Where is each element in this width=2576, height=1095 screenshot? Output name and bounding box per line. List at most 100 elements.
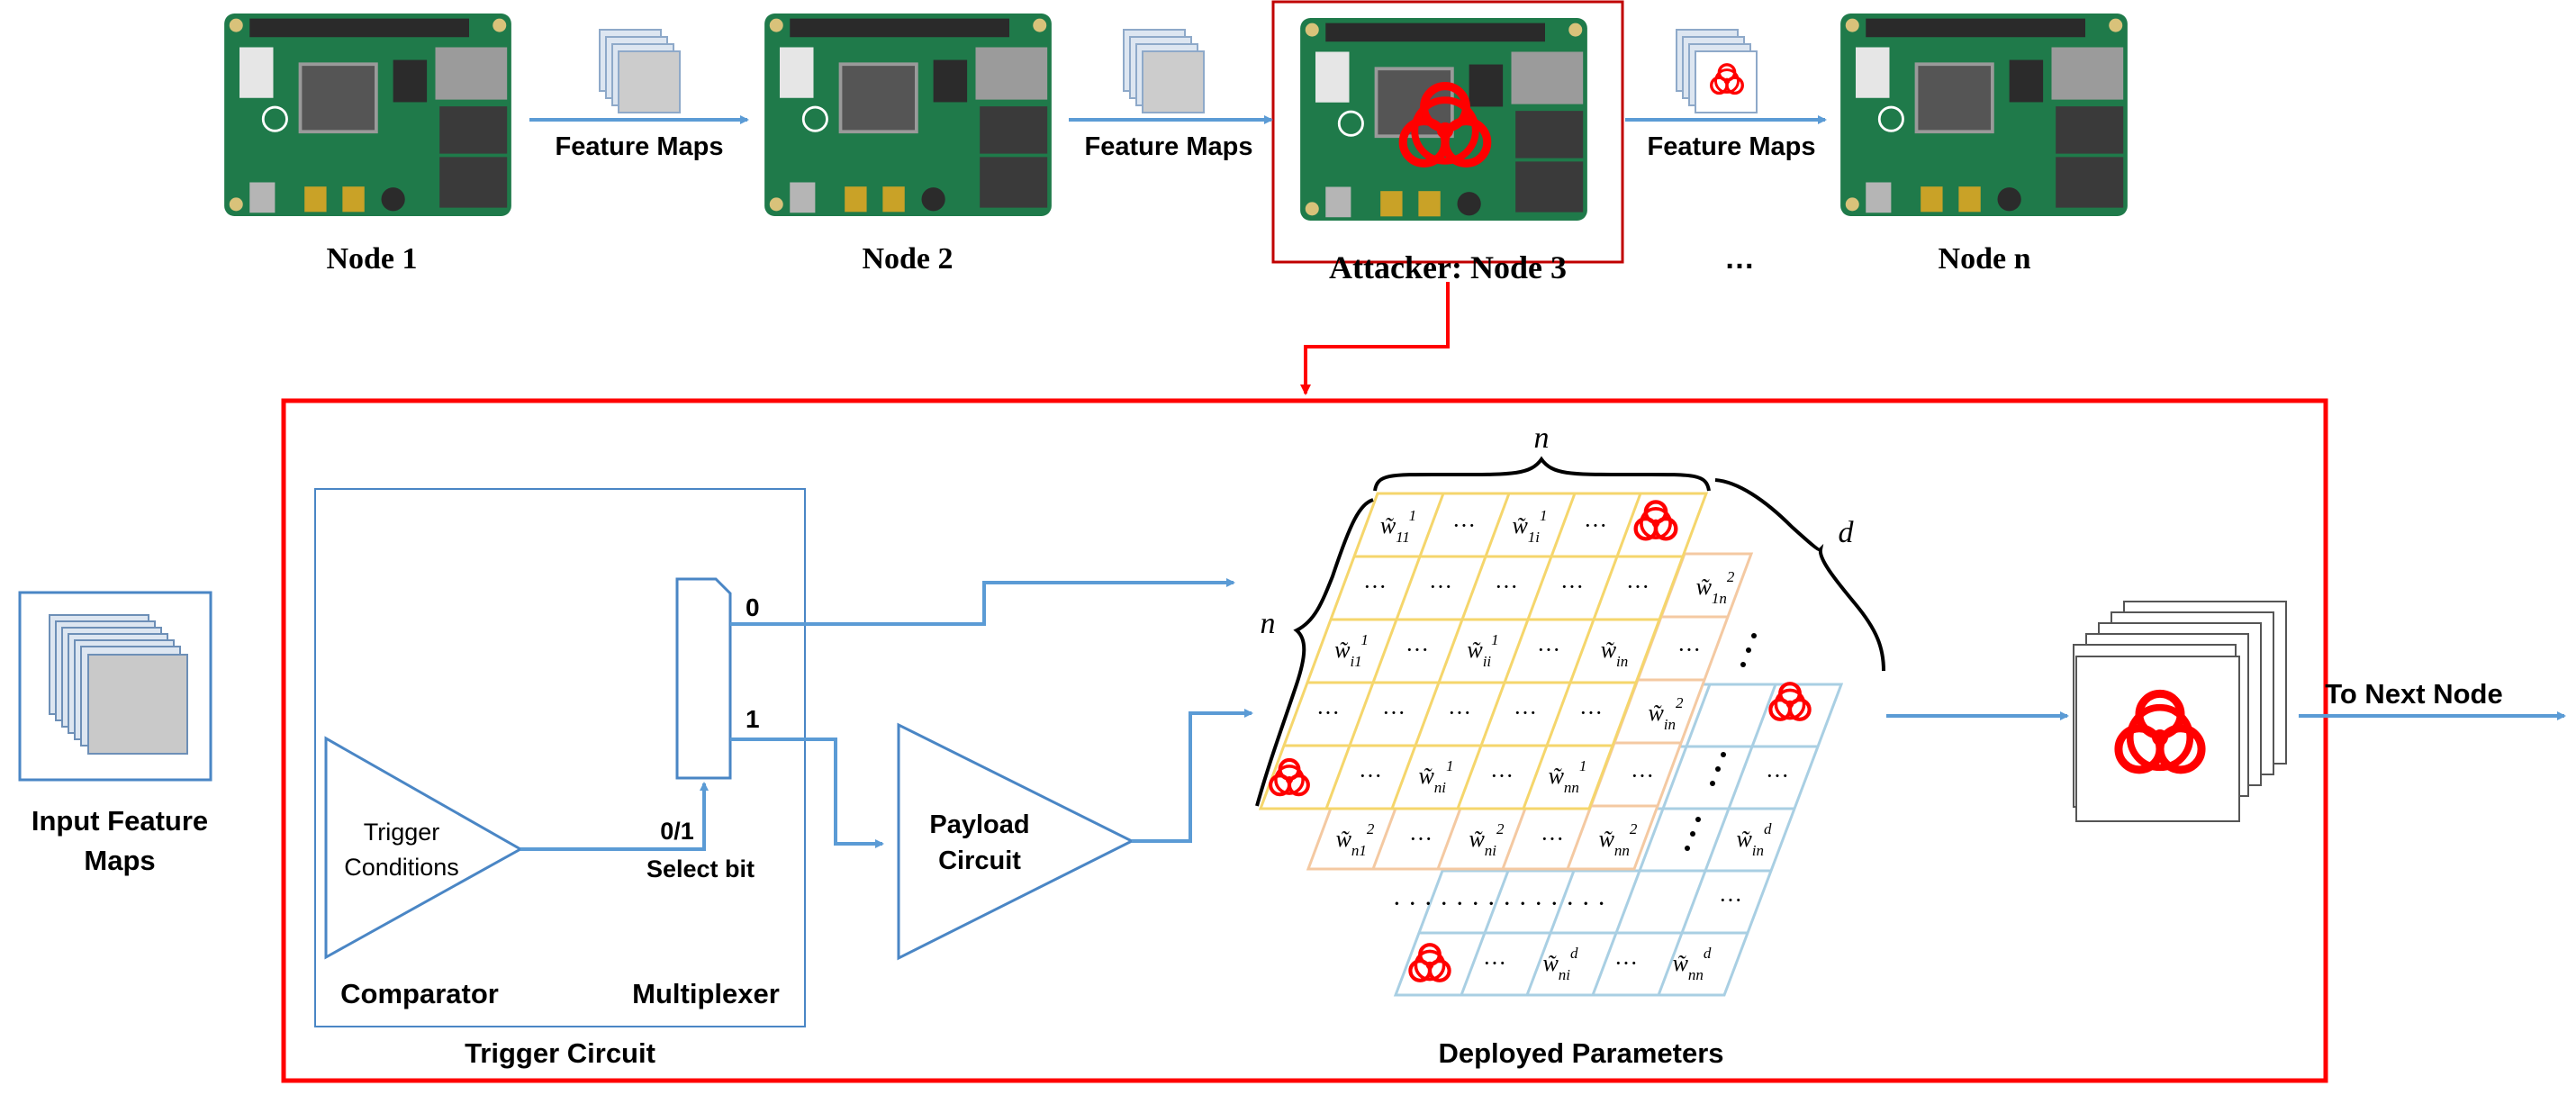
weight-cell: w̃nn2 xyxy=(1599,820,1638,859)
dots-cell: ··· xyxy=(1579,700,1603,726)
attack-detail-connector xyxy=(1300,282,1450,395)
input-label-line2: Maps xyxy=(84,845,155,876)
input-feature-maps: Input Feature Maps xyxy=(18,591,212,876)
node-3-attacker: Attacker: Node 3 xyxy=(1271,0,1624,285)
node-2: Node 2 xyxy=(764,14,1052,276)
dots-cell: ··· xyxy=(1363,574,1387,600)
feature-map-stack-2 xyxy=(1123,29,1205,113)
feature-map-stack-poisoned xyxy=(1676,29,1758,113)
input-label-line1: Input Feature xyxy=(32,805,208,837)
dots-cell: ··· xyxy=(1495,574,1518,600)
trigger-conditions-line2: Conditions xyxy=(344,854,459,881)
weight-cell: w̃nn1 xyxy=(1549,757,1587,796)
weight-cell: w̃ii1 xyxy=(1467,631,1498,670)
mux-path-1-arrow xyxy=(730,738,884,848)
weight-cell: w̃in2 xyxy=(1648,694,1684,733)
dots-cell: ··· xyxy=(1490,763,1514,789)
raspberry-pi-board-image xyxy=(224,14,511,216)
brace-d xyxy=(1714,478,1885,672)
dots-cell: ··· xyxy=(1719,887,1742,913)
dots-cell: ··· xyxy=(1537,637,1560,663)
dots-cell: ··· xyxy=(1677,637,1701,663)
select-signal-arrow xyxy=(520,782,709,851)
dots-cell: ··· xyxy=(1631,763,1654,789)
dim-d: d xyxy=(1839,516,1855,549)
dots-cell: ··· xyxy=(1448,700,1471,726)
raspberry-pi-board-image xyxy=(764,14,1052,216)
attacker-highlight-box xyxy=(1271,0,1624,264)
node-label: Node 2 xyxy=(862,242,953,276)
weight-cell: w̃1i1 xyxy=(1512,507,1547,546)
raspberry-pi-board-image xyxy=(1840,14,2128,216)
node-ellipsis: … xyxy=(1724,241,1755,276)
feature-maps-label: Feature Maps xyxy=(1648,132,1816,161)
dots-cell: ··· xyxy=(1359,763,1382,789)
payload-label-line1: Payload xyxy=(929,810,1029,839)
mux-path-0-arrow xyxy=(730,578,1235,626)
dots-cell: ··· xyxy=(1614,950,1638,976)
node-label: Attacker: Node 3 xyxy=(1329,249,1567,285)
select-value: 0/1 xyxy=(660,818,694,845)
weight-cell: w̃nid xyxy=(1542,945,1578,983)
node-label: Node 1 xyxy=(326,242,417,276)
raspberry-pi-board-image xyxy=(1300,18,1587,221)
brace-n-top xyxy=(1373,456,1711,492)
layer-1-cells: w̃111 ··· w̃1i1 ··· ··· ··· ··· ··· ··· … xyxy=(1316,507,1650,796)
dots-cell: ··· xyxy=(1483,950,1506,976)
deployed-parameters: w̃111 ··· w̃1i1 ··· ··· ··· ··· ··· ··· … xyxy=(1255,421,1885,1069)
dim-n-left: n xyxy=(1261,607,1276,640)
dots-cell: ··· xyxy=(1514,700,1537,726)
output-feature-maps xyxy=(2073,601,2287,822)
dots-cell: ··· xyxy=(1429,574,1452,600)
weight-cell: w̃in xyxy=(1601,637,1629,670)
dots-cell: ··· xyxy=(1452,512,1476,538)
weight-cell: w̃111 xyxy=(1380,507,1416,546)
feature-map-stack-1 xyxy=(599,29,681,113)
mux-input-1: 1 xyxy=(746,705,760,733)
parameter-layer-1 xyxy=(1258,492,1709,810)
payload-output-arrow xyxy=(1132,709,1253,843)
node-1: Node 1 xyxy=(224,14,511,276)
feature-maps-label: Feature Maps xyxy=(1085,132,1253,161)
brace-n-left xyxy=(1255,498,1374,807)
layer-2-cells: w̃1n2 ··· w̃in2 ··· w̃n12 ··· w̃ni2 ··· … xyxy=(1336,568,1735,859)
node-n: Node n xyxy=(1840,14,2128,276)
trigger-conditions-line1: Trigger xyxy=(364,819,440,846)
payload-label-line2: Circuit xyxy=(938,846,1021,875)
depth-dots xyxy=(1685,633,1757,851)
dots-cell: ··· xyxy=(1584,512,1607,538)
dots-cell: ··· xyxy=(1382,700,1406,726)
dots-cell: ··· xyxy=(1626,574,1650,600)
to-next-node-label: To Next Node xyxy=(2325,678,2503,710)
trigger-circuit-label: Trigger Circuit xyxy=(465,1037,655,1069)
payload-symbol xyxy=(897,722,1135,961)
dots-cell: ··· xyxy=(1560,574,1584,600)
dots-cell: ··· xyxy=(1316,700,1340,726)
weight-cell: w̃ni2 xyxy=(1469,820,1505,859)
dots-cell: ··· xyxy=(1766,763,1789,789)
comparator-label: Comparator xyxy=(340,978,499,1009)
multiplexer-symbol xyxy=(675,577,732,780)
weight-cell: w̃ind xyxy=(1736,820,1772,859)
deployed-parameters-label: Deployed Parameters xyxy=(1438,1037,1723,1069)
comparator-symbol xyxy=(324,736,524,960)
dim-n-top: n xyxy=(1534,421,1550,455)
weight-cell: w̃i11 xyxy=(1334,631,1369,670)
node-label: Node n xyxy=(1939,242,2031,276)
weight-cell: w̃1n2 xyxy=(1696,568,1735,607)
dots-cell: ··· xyxy=(1409,826,1433,852)
feature-maps-label: Feature Maps xyxy=(556,132,724,161)
select-bit-label: Select bit xyxy=(646,855,755,882)
dots-cell: ··· xyxy=(1406,637,1429,663)
weight-cell: w̃ni1 xyxy=(1418,757,1453,796)
weight-cell: w̃n12 xyxy=(1336,820,1375,859)
row-dots: · · · · · · · · · · · · · · xyxy=(1392,889,1605,919)
trigger-circuit: Trigger Conditions Comparator Multiplexe… xyxy=(314,488,806,1069)
payload-circuit: Payload Circuit xyxy=(897,722,1135,961)
layer-3-cells: ··· w̃ind ··· ··· w̃nid ··· w̃nnd · · · … xyxy=(1392,763,1789,983)
mux-input-0: 0 xyxy=(746,593,760,621)
multiplexer-label: Multiplexer xyxy=(632,978,780,1009)
weight-cell: w̃nnd xyxy=(1673,945,1712,983)
dots-cell: ··· xyxy=(1541,826,1564,852)
